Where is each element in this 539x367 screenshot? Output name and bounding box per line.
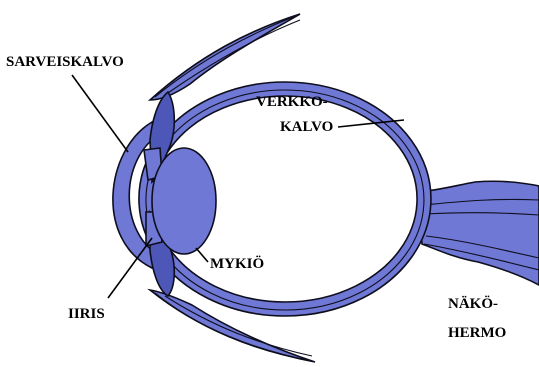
optic-nerve-label-line1: NÄKÖ-: [448, 295, 498, 312]
retina-label-line1: VERKKO-: [256, 94, 328, 110]
cornea-leader: [72, 75, 128, 152]
lens-label: MYKIÖ: [210, 255, 264, 272]
cornea-label: SARVEISKALVO: [6, 54, 124, 70]
lens-leader: [196, 248, 208, 262]
optic-nerve-label-line2: HERMO: [448, 325, 506, 341]
retina-label-line2: KALVO: [280, 119, 333, 135]
iris-label: IIRIS: [68, 306, 105, 322]
lens: [152, 148, 216, 254]
optic-nerve-body: [418, 181, 539, 285]
optic-nerve: [418, 181, 539, 285]
